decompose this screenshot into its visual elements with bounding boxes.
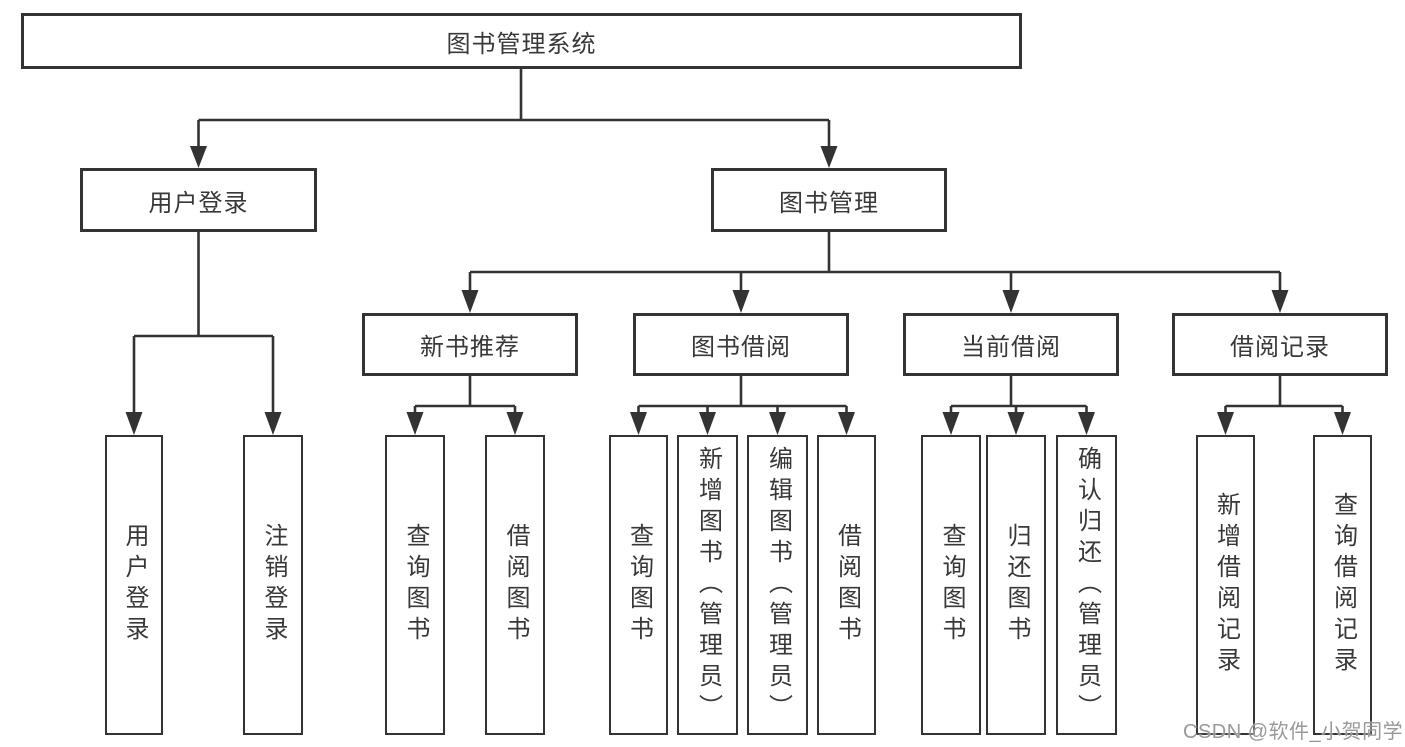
node-label: 用户登录 bbox=[148, 189, 249, 217]
leaf-add-borrow-record: 新增借阅记录 bbox=[1196, 435, 1255, 735]
connector-records-split bbox=[1225, 375, 1343, 408]
connector-user-login-split bbox=[134, 232, 273, 338]
arrowhead-icon bbox=[1271, 290, 1289, 313]
leaf-borrow-books: 借阅图书 bbox=[817, 435, 876, 735]
connector-book-mgmt-split bbox=[470, 232, 1280, 274]
node-book-management: 图书管理 bbox=[711, 168, 947, 232]
connector-current-split bbox=[951, 376, 1087, 408]
node-label: 图书管理 bbox=[779, 189, 879, 217]
leaf-label: 新增借阅记录 bbox=[1212, 492, 1240, 678]
leaf-logout: 注销登录 bbox=[243, 435, 303, 735]
leaf-label: 用户登录 bbox=[121, 523, 148, 647]
arrowhead-icon bbox=[506, 412, 524, 435]
node-label: 图书借阅 bbox=[691, 334, 791, 361]
node-borrowing-records: 借阅记录 bbox=[1172, 313, 1388, 376]
leaf-label: 查询借阅记录 bbox=[1329, 492, 1357, 678]
arrowhead-icon bbox=[1007, 412, 1025, 435]
arrowhead-icon bbox=[630, 412, 647, 435]
node-current-borrowing: 当前借阅 bbox=[903, 313, 1119, 376]
leaf-label: 注销登录 bbox=[260, 523, 287, 647]
arrowhead-icon bbox=[406, 412, 424, 435]
arrowhead-icon bbox=[1217, 412, 1234, 435]
node-user-login: 用户登录 bbox=[80, 168, 317, 232]
arrowhead-icon bbox=[732, 290, 750, 313]
leaf-label: 新增图书（管理员） bbox=[694, 445, 722, 725]
leaf-edit-books-admin: 编辑图书（管理员） bbox=[747, 435, 808, 735]
leaf-confirm-return-admin: 确认归还（管理员） bbox=[1056, 435, 1117, 735]
connector-recommend-split bbox=[415, 376, 515, 408]
node-label: 借阅记录 bbox=[1230, 334, 1330, 361]
leaf-label: 归还图书 bbox=[1003, 523, 1030, 647]
leaf-label: 借阅图书 bbox=[833, 523, 861, 647]
arrowhead-icon bbox=[1078, 412, 1095, 435]
leaf-label: 查询图书 bbox=[402, 523, 429, 647]
leaf-label: 查询图书 bbox=[625, 523, 653, 647]
leaf-query-books-current: 查询图书 bbox=[921, 435, 981, 735]
leaf-query-books-recommend: 查询图书 bbox=[385, 435, 445, 735]
arrowhead-icon bbox=[699, 412, 716, 435]
node-label: 当前借阅 bbox=[961, 334, 1061, 361]
arrowhead-icon bbox=[1002, 290, 1020, 313]
connector-root-split bbox=[198, 69, 829, 122]
leaf-label: 借阅图书 bbox=[502, 523, 529, 647]
arrowhead-icon bbox=[125, 412, 143, 435]
leaf-add-books-admin: 新增图书（管理员） bbox=[677, 435, 738, 735]
arrowhead-icon bbox=[769, 412, 786, 435]
node-label: 图书管理系统 bbox=[446, 30, 597, 58]
node-label: 新书推荐 bbox=[420, 334, 520, 361]
leaf-return-books: 归还图书 bbox=[986, 435, 1046, 735]
connector-borrowing-split bbox=[638, 376, 847, 408]
node-book-borrowing: 图书借阅 bbox=[633, 313, 849, 376]
leaf-label: 编辑图书（管理员） bbox=[764, 445, 792, 725]
leaf-label: 查询图书 bbox=[938, 523, 965, 647]
leaf-borrow-books-recommend: 借阅图书 bbox=[485, 435, 545, 735]
arrowhead-icon bbox=[190, 146, 207, 168]
leaf-query-books-borrowing: 查询图书 bbox=[609, 435, 668, 735]
arrowhead-icon bbox=[838, 412, 855, 435]
leaf-query-borrow-record: 查询借阅记录 bbox=[1313, 435, 1372, 735]
arrowhead-icon bbox=[1334, 412, 1351, 435]
arrowhead-icon bbox=[942, 412, 960, 435]
leaf-user-login: 用户登录 bbox=[105, 435, 163, 735]
arrowhead-icon bbox=[461, 290, 479, 313]
watermark: CSDN @软件_小贺同学 bbox=[1183, 721, 1404, 743]
leaf-label: 确认归还（管理员） bbox=[1073, 445, 1101, 725]
node-new-book-recommendation: 新书推荐 bbox=[362, 313, 578, 376]
arrowhead-icon bbox=[264, 412, 282, 435]
node-library-management-system: 图书管理系统 bbox=[21, 13, 1022, 69]
arrowhead-icon bbox=[820, 146, 838, 168]
